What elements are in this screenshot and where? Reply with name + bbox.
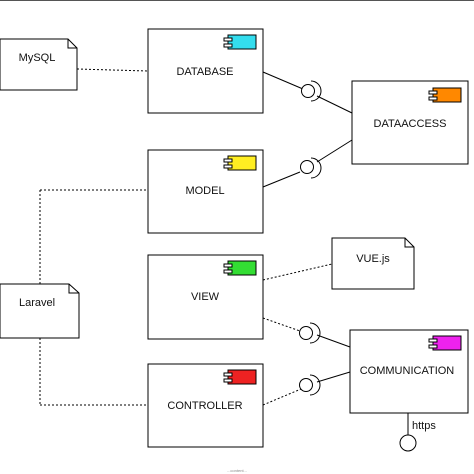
view-interface-link: [262, 317, 301, 332]
note-vuejs: VUE.js: [331, 237, 415, 290]
controller-socket: [309, 374, 321, 396]
component-icon: [223, 369, 257, 385]
mysql-database-dependency: [76, 68, 149, 72]
note-vuejs-text: VUE.js: [356, 253, 390, 265]
component-icon: [223, 34, 257, 50]
component-icon-body: [227, 369, 257, 385]
https-interface: [399, 434, 417, 452]
component-icon: [223, 155, 257, 171]
https-interface-label: https: [412, 420, 436, 432]
dataaccess-model-socket-link: [316, 139, 353, 163]
footer-text: ...content...: [227, 468, 247, 473]
communication-view-socket-link: [316, 334, 351, 348]
component-icon: [223, 260, 257, 276]
component-communication-label: COMMUNICATION: [360, 365, 455, 377]
view-vuejs-dependency: [262, 263, 333, 281]
interfaces: [299, 80, 417, 452]
model-interface: [300, 160, 314, 174]
component-icon-body: [227, 34, 257, 50]
note-mysql: MySQL: [0, 38, 78, 91]
database-interface-link: [262, 71, 304, 90]
note-laravel: Laravel: [0, 283, 80, 339]
communication-controller-socket-link: [316, 371, 351, 383]
model-socket: [310, 157, 322, 179]
component-controller-label: CONTROLLER: [167, 400, 242, 412]
component-dataaccess: DATAACCESS: [351, 80, 469, 165]
component-dataaccess-label: DATAACCESS: [374, 118, 447, 130]
view-interface: [299, 326, 313, 340]
database-interface: [301, 84, 315, 98]
component-icon-body: [432, 87, 462, 103]
component-view-label: VIEW: [191, 291, 220, 303]
component-icon-body: [227, 260, 257, 276]
controller-interface: [299, 378, 313, 392]
component-icon-body: [432, 335, 462, 351]
component-model-label: MODEL: [185, 185, 224, 197]
dataaccess-database-socket-link: [316, 95, 353, 114]
model-interface-link: [262, 171, 301, 188]
database-socket: [310, 80, 322, 102]
component-icon-body: [227, 155, 257, 171]
connections: [39, 68, 409, 435]
controller-interface-link: [262, 388, 302, 406]
component-model: MODEL: [147, 149, 264, 234]
note-mysql-text: MySQL: [19, 52, 56, 64]
component-communication: COMMUNICATION: [349, 329, 469, 414]
component-controller: CONTROLLER: [147, 363, 264, 448]
component-database-label: DATABASE: [176, 66, 233, 78]
view-socket: [309, 322, 321, 344]
component-icon: [428, 87, 462, 103]
note-laravel-text: Laravel: [19, 297, 55, 309]
component-view: VIEW: [147, 254, 264, 340]
component-icon: [428, 335, 462, 351]
component-database: DATABASE: [147, 28, 264, 114]
